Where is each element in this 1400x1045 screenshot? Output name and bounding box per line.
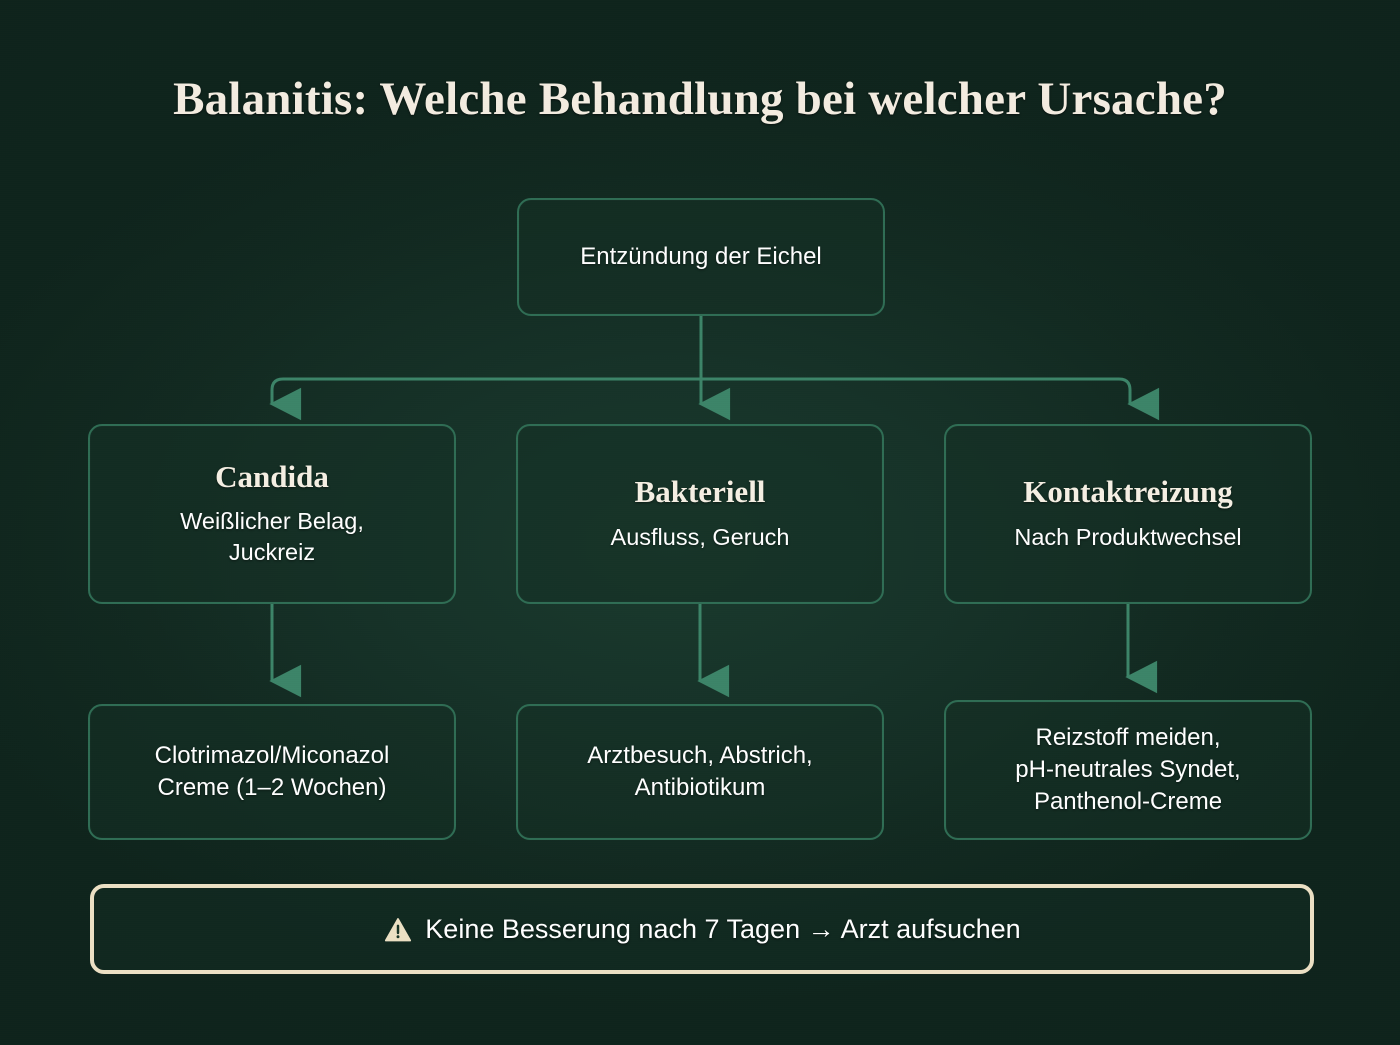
- warning-triangle-icon: [383, 915, 413, 945]
- node-cause-kontaktreizung-heading: Kontaktreizung: [1023, 474, 1233, 510]
- node-treatment-kontaktreizung[interactable]: Reizstoff meiden, pH-neutrales Syndet, P…: [944, 700, 1312, 840]
- line: Arztbesuch, Abstrich,: [587, 742, 813, 770]
- node-cause-kontaktreizung[interactable]: Kontaktreizung Nach Produktwechsel: [944, 424, 1312, 604]
- warning-text: Keine Besserung nach 7 Tagen → Arzt aufs…: [425, 913, 1021, 944]
- node-cause-candida-description: Weißlicher Belag, Juckreiz: [166, 506, 378, 568]
- node-treatment-kontaktreizung-label: Reizstoff meiden, pH-neutrales Syndet, P…: [1001, 722, 1254, 817]
- line: Juckreiz: [228, 539, 316, 566]
- node-cause-bakteriell-heading: Bakteriell: [634, 474, 766, 510]
- node-cause-candida-heading: Candida: [215, 458, 329, 494]
- line: Reizstoff meiden,: [1035, 724, 1221, 752]
- line: Weißlicher Belag,: [180, 508, 364, 535]
- node-cause-bakteriell-description: Ausfluss, Geruch: [597, 522, 804, 553]
- node-root-label: Entzündung der Eichel: [580, 243, 822, 271]
- line: Antibiotikum: [634, 774, 766, 801]
- node-treatment-bakteriell[interactable]: Arztbesuch, Abstrich, Antibiotikum: [516, 704, 884, 840]
- node-cause-candida[interactable]: Candida Weißlicher Belag, Juckreiz: [88, 424, 456, 604]
- node-treatment-candida-label: Clotrimazol/Miconazol Creme (1–2 Wochen): [141, 740, 404, 803]
- page-title: Balanitis: Welche Behandlung bei welcher…: [173, 73, 1227, 125]
- line: Creme (1–2 Wochen): [157, 774, 387, 801]
- node-cause-bakteriell[interactable]: Bakteriell Ausfluss, Geruch: [516, 424, 884, 604]
- line: Nach Produktwechsel: [1014, 523, 1242, 550]
- node-cause-kontaktreizung-description: Nach Produktwechsel: [1000, 522, 1255, 553]
- node-treatment-bakteriell-label: Arztbesuch, Abstrich, Antibiotikum: [573, 740, 826, 803]
- line: Ausfluss, Geruch: [610, 523, 790, 550]
- connector-bus-left: [270, 377, 701, 402]
- connector-bus-right: [701, 377, 1132, 402]
- node-root-condition[interactable]: Entzündung der Eichel: [517, 198, 885, 316]
- line: Panthenol-Creme: [1033, 787, 1223, 815]
- node-treatment-candida[interactable]: Clotrimazol/Miconazol Creme (1–2 Wochen): [88, 704, 456, 840]
- line: pH-neutrales Syndet,: [1015, 756, 1241, 784]
- line: Clotrimazol/Miconazol: [154, 742, 390, 770]
- warning-banner[interactable]: Keine Besserung nach 7 Tagen → Arzt aufs…: [90, 884, 1314, 974]
